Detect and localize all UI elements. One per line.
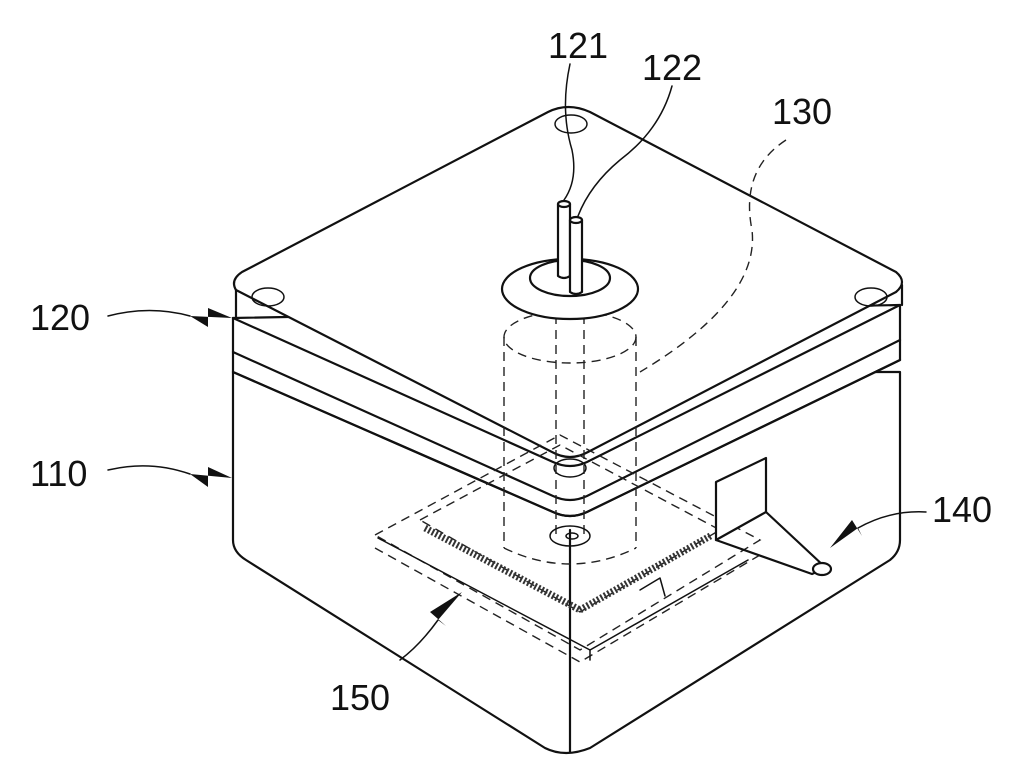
label-122: 122 bbox=[642, 47, 702, 88]
lower-body-110 bbox=[231, 370, 902, 755]
probe-arm-140 bbox=[714, 456, 833, 577]
cylinder-130 bbox=[503, 300, 637, 565]
label-150: 150 bbox=[330, 677, 390, 718]
label-140: 140 bbox=[932, 489, 992, 530]
pins-121-122 bbox=[556, 199, 584, 296]
chip-assembly-150 bbox=[373, 434, 762, 663]
label-130: 130 bbox=[772, 91, 832, 132]
label-110: 110 bbox=[30, 453, 87, 494]
label-121: 121 bbox=[548, 25, 608, 66]
leader-lines bbox=[107, 63, 927, 661]
label-120: 120 bbox=[30, 297, 90, 338]
